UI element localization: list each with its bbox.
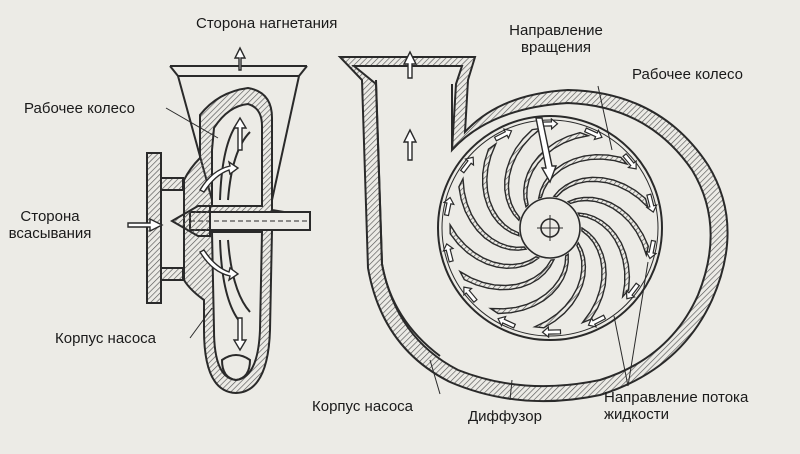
impeller-blade bbox=[482, 141, 520, 237]
flow-arrow-icon bbox=[583, 127, 603, 141]
impeller bbox=[449, 127, 650, 329]
flow-arrow-icon bbox=[199, 160, 240, 193]
flow-arrow-icon bbox=[645, 193, 658, 213]
flow-arrow-icon bbox=[442, 196, 455, 217]
impeller-blade bbox=[449, 222, 541, 270]
impeller-blade bbox=[566, 196, 650, 258]
discharge-arrow-icon bbox=[233, 46, 247, 71]
flow-arrow-icon bbox=[622, 152, 637, 170]
label-rotation-line-1: Направление bbox=[509, 22, 603, 39]
flow-arrow-icon bbox=[232, 116, 248, 151]
discharge-arrow-icon bbox=[402, 128, 418, 161]
impeller-blade bbox=[522, 131, 591, 209]
pump-cross-section bbox=[146, 65, 311, 395]
impeller-center bbox=[519, 197, 581, 259]
label-discharge-side: Сторона нагнетания bbox=[196, 15, 338, 32]
label-rotation-direction: Направление вращения bbox=[502, 22, 610, 56]
label-suction-side-line-2: всасывания bbox=[8, 225, 92, 242]
label-suction-side-line-1: Сторона bbox=[20, 208, 80, 225]
flow-arrow-icon bbox=[541, 325, 562, 339]
label-impeller-left: Рабочее колесо bbox=[24, 100, 135, 117]
outlet-arrows bbox=[402, 50, 418, 161]
impeller-hub bbox=[169, 205, 211, 237]
label-impeller-right: Рабочее колесо bbox=[632, 66, 743, 83]
flow-arrow-icon bbox=[459, 156, 475, 174]
flow-arrow-icon bbox=[493, 128, 513, 142]
left-flow-arrows bbox=[127, 46, 248, 352]
label-suction-side: Сторона всасывания bbox=[6, 208, 94, 242]
impeller-blade bbox=[458, 259, 556, 291]
flow-arrow-icon bbox=[463, 286, 478, 304]
impeller-blade bbox=[580, 226, 607, 325]
impeller-blade bbox=[577, 212, 631, 300]
label-flow-line-2: жидкости bbox=[604, 406, 669, 423]
impeller-blade bbox=[532, 241, 587, 329]
flow-arrows bbox=[442, 117, 658, 339]
label-housing-left: Корпус насоса bbox=[55, 330, 157, 347]
suction-arrow-icon bbox=[127, 217, 164, 233]
label-flow-direction: Направление потока жидкости bbox=[604, 389, 748, 423]
impeller-blade bbox=[458, 176, 528, 251]
flow-arrow-icon bbox=[645, 239, 658, 260]
rotation-arrow-icon bbox=[535, 117, 558, 184]
flow-arrow-icon bbox=[232, 317, 248, 352]
flow-arrow-icon bbox=[587, 314, 607, 328]
flow-arrow-icon bbox=[625, 282, 641, 300]
flow-arrow-icon bbox=[497, 315, 517, 329]
flow-arrow-icon bbox=[442, 243, 455, 263]
impeller-blade bbox=[488, 253, 569, 315]
label-diffuser: Диффузор bbox=[468, 408, 542, 425]
label-flow-line-1: Направление потока bbox=[604, 389, 749, 406]
label-housing-right: Корпус насоса bbox=[312, 398, 414, 415]
flow-arrow-icon bbox=[199, 249, 240, 282]
label-rotation-line-2: вращения bbox=[521, 39, 591, 56]
discharge-arrow-icon bbox=[402, 50, 418, 79]
